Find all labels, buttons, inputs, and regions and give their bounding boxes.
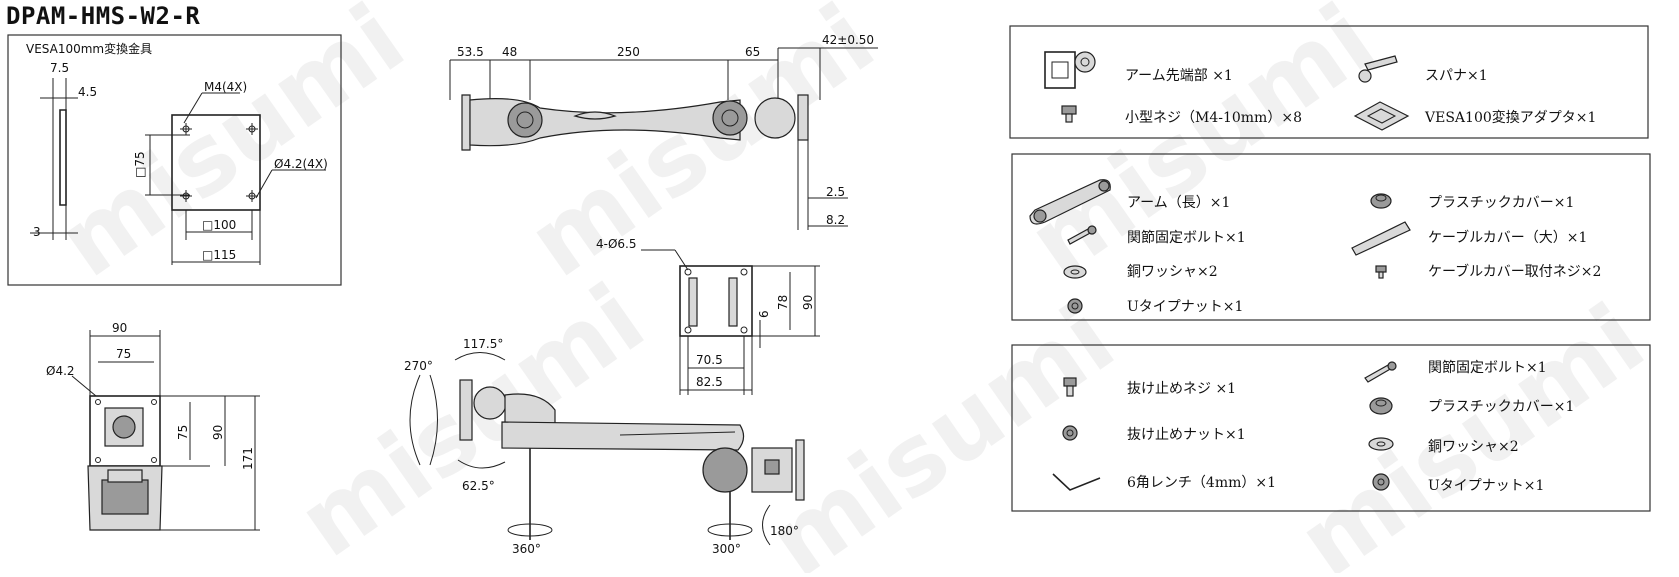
angle-117-5: 117.5° (463, 337, 503, 351)
dim-phi42: Ø4.2(4X) (274, 157, 328, 171)
u-nut-icon (1372, 473, 1390, 491)
dim-phi42-c: Ø4.2 (46, 364, 75, 378)
dim-3: 3 (33, 225, 41, 239)
retaining-screw-icon (1063, 377, 1077, 397)
angle-270: 270° (404, 359, 433, 373)
cable-cover-screw-icon (1375, 265, 1387, 279)
angle-62-5: 62.5° (462, 479, 495, 493)
part-label: アーム先端部 ×1 (1125, 68, 1233, 84)
plastic-cover-icon (1370, 193, 1392, 209)
part-label: 関節固定ボルト×1 (1428, 359, 1547, 376)
dim-90-cv: 90 (211, 425, 225, 440)
part-label: VESA100変換アダプタ×1 (1424, 109, 1596, 126)
bracket-view: 4-Ø6.5 90 78 6 70.5 82.5 (596, 237, 820, 395)
copper-washer-icon (1063, 265, 1087, 279)
dim-4-5: 4.5 (78, 85, 97, 99)
dim-82-5: 82.5 (696, 375, 723, 389)
plastic-cover-icon (1369, 397, 1393, 415)
part-label: Uタイプナット×1 (1127, 299, 1243, 315)
dim-75-cv: 75 (176, 425, 190, 440)
dim-250: 250 (617, 45, 640, 59)
parts-box-1: アーム先端部 ×1 スパナ×1 小型ネジ（M4-10mm）×8 VESA100変… (1009, 25, 1649, 139)
angle-300: 300° (712, 542, 741, 556)
dim-48: 48 (502, 45, 517, 59)
dim-sq75: □75 (133, 151, 147, 178)
dim-65: 65 (745, 45, 760, 59)
dim-70-5: 70.5 (696, 353, 723, 367)
part-label: 抜け止めナット×1 (1127, 427, 1246, 443)
dim-8-2: 8.2 (826, 213, 845, 227)
dim-78-b: 78 (776, 295, 790, 310)
part-label: アーム（長）×1 (1127, 195, 1230, 211)
dim-42: 42±0.50 (822, 33, 874, 47)
watermark: misumi (1009, 0, 1394, 299)
part-label: 銅ワッシャ×2 (1127, 264, 1218, 280)
watermark: misumi (1279, 283, 1664, 573)
hex-wrench-icon (1052, 473, 1101, 491)
arm-side-view: 270° 117.5° 62.5° 360° 300° 180° (404, 337, 805, 556)
dim-75-c: 75 (116, 347, 131, 361)
watermark: misumi (749, 283, 1134, 573)
vesa-adapter-panel: VESA100mm変換金具 7.5 4.5 3 M4(4X) □75 (7, 34, 342, 286)
dim-sq100: □100 (202, 218, 236, 232)
watermark-group: misumi misumi misumi misumi misumi misum… (39, 0, 1664, 577)
part-label: 抜け止めネジ ×1 (1127, 381, 1236, 397)
dim-4-phi65: 4-Ø6.5 (596, 237, 637, 251)
part-label: 銅ワッシャ×2 (1428, 439, 1519, 455)
part-label: プラスチックカバー×1 (1428, 399, 1574, 415)
dim-sq115: □115 (202, 248, 236, 262)
wrench-icon (1358, 55, 1398, 83)
dim-m4: M4(4X) (204, 80, 247, 94)
cable-cover-icon (1351, 221, 1411, 256)
joint-bolt-icon (1364, 361, 1397, 383)
angle-180: 180° (770, 524, 799, 538)
part-label: プラスチックカバー×1 (1428, 195, 1574, 211)
vesa-caption: VESA100mm変換金具 (26, 41, 152, 56)
product-title: DPAM-HMS-W2-R (6, 2, 201, 30)
copper-washer-icon (1368, 437, 1394, 451)
joint-bolt-icon (1067, 225, 1097, 245)
dim-53-5: 53.5 (457, 45, 484, 59)
u-nut-icon (1067, 298, 1083, 314)
small-screw-icon (1061, 105, 1077, 123)
vesa-adapter-icon (1353, 101, 1410, 131)
part-label: スパナ×1 (1425, 68, 1488, 84)
part-label: ケーブルカバー取付ネジ×2 (1428, 263, 1601, 280)
dim-2-5: 2.5 (826, 185, 845, 199)
part-label: 小型ネジ（M4-10mm）×8 (1125, 110, 1302, 126)
parts-box-3: 関節固定ボルト×1 抜け止めネジ ×1 プラスチックカバー×1 抜け止めナット×… (1011, 344, 1651, 512)
dim-90-b: 90 (801, 295, 815, 310)
dim-90-c: 90 (112, 321, 127, 335)
clamp-view: 90 75 Ø4.2 75 90 171 (46, 321, 260, 531)
part-label: 6角レンチ（4mm）×1 (1127, 475, 1276, 491)
arm-tip-icon (1044, 51, 1096, 89)
angle-360: 360° (512, 542, 541, 556)
dim-7-5: 7.5 (50, 61, 69, 75)
part-label: Uタイプナット×1 (1428, 478, 1544, 494)
long-arm-icon (1029, 179, 1111, 225)
arm-top-view: 53.5 48 250 65 42±0.50 2.5 8.2 (449, 33, 878, 230)
dim-171: 171 (241, 447, 255, 470)
retaining-nut-icon (1062, 425, 1078, 441)
part-label: 関節固定ボルト×1 (1127, 229, 1246, 246)
parts-box-2: アーム（長）×1 プラスチックカバー×1 関節固定ボルト×1 ケーブルカバー（大… (1011, 153, 1651, 321)
dim-6: 6 (757, 310, 771, 318)
part-label: ケーブルカバー（大）×1 (1428, 229, 1587, 246)
